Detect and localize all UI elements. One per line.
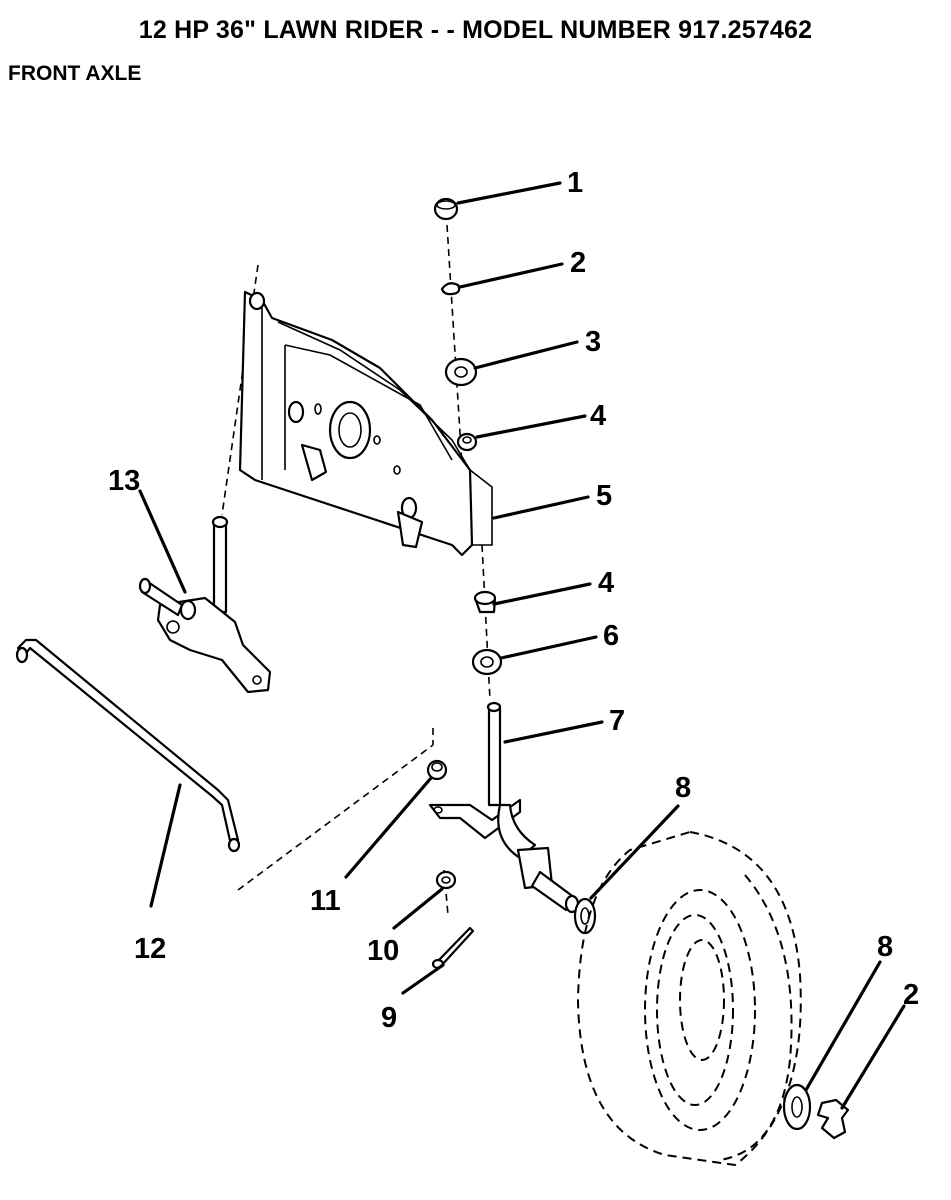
callout-13: 13 xyxy=(108,465,140,497)
part-8-washer-inner xyxy=(573,897,597,935)
part-11-bushing xyxy=(426,759,448,781)
callout-2b: 2 xyxy=(903,979,919,1011)
leader-4a xyxy=(475,414,587,439)
spindle-pin-centerline xyxy=(443,869,449,916)
callout-7: 7 xyxy=(609,705,625,737)
callout-2: 2 xyxy=(570,247,586,279)
part-6-washer xyxy=(471,648,503,676)
part-2-ering xyxy=(440,282,461,296)
leader-11 xyxy=(344,776,433,879)
part-5-axle-beam xyxy=(238,290,493,557)
part-7-spindle xyxy=(428,701,580,914)
leader-5 xyxy=(492,495,590,520)
callout-10: 10 xyxy=(367,935,399,967)
page-title: 12 HP 36" LAWN RIDER - - MODEL NUMBER 91… xyxy=(138,16,813,44)
part-12-tie-rod xyxy=(15,638,241,853)
leader-7 xyxy=(503,720,604,744)
leader-12 xyxy=(149,783,182,908)
callout-4a: 4 xyxy=(590,400,606,432)
callout-1: 1 xyxy=(567,167,583,199)
leader-9 xyxy=(401,963,445,995)
leader-8b xyxy=(804,960,882,1092)
callout-3: 3 xyxy=(585,326,601,358)
callout-6: 6 xyxy=(603,620,619,652)
leader-8a xyxy=(589,804,680,900)
part-13-spindle-arm xyxy=(138,515,272,694)
spindle-centerline xyxy=(446,224,491,701)
callout-8b: 8 xyxy=(877,931,893,963)
part-9-cotter-pin xyxy=(431,926,475,970)
part-1-cap xyxy=(433,197,459,221)
part-4-bushing-lower xyxy=(473,590,497,614)
leader-1 xyxy=(456,181,562,205)
callout-12: 12 xyxy=(134,933,166,965)
front-wheel-phantom xyxy=(576,830,802,1167)
leader-13 xyxy=(138,489,187,594)
part-8-washer-outer xyxy=(782,1083,812,1131)
part-3-washer xyxy=(444,357,478,387)
leader-4b xyxy=(492,582,592,606)
part-4-bushing-top xyxy=(456,432,478,452)
callout-9: 9 xyxy=(381,1002,397,1034)
part-2-ering-outer xyxy=(816,1098,850,1140)
callout-4b: 4 xyxy=(598,567,614,599)
callout-11: 11 xyxy=(310,885,341,917)
leader-2 xyxy=(458,262,564,289)
tie-rod-centerline xyxy=(237,728,434,891)
callout-5: 5 xyxy=(596,480,612,512)
leader-6 xyxy=(499,635,598,660)
part-10-washer xyxy=(435,870,457,890)
leader-2b xyxy=(840,1004,906,1110)
section-title: FRONT AXLE xyxy=(8,62,142,85)
callout-8a: 8 xyxy=(675,772,691,804)
leader-10 xyxy=(392,887,444,930)
leader-3 xyxy=(473,340,579,370)
